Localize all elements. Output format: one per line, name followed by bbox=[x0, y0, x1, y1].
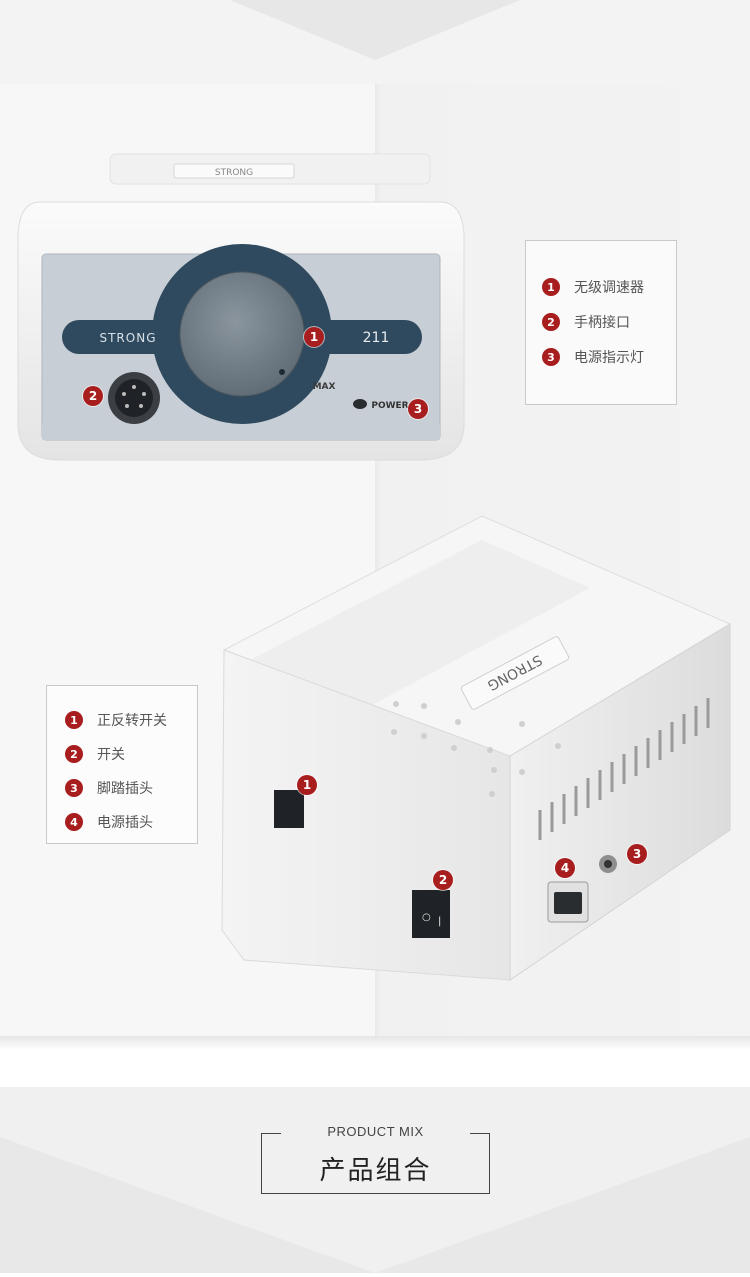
top-decoration bbox=[230, 0, 520, 60]
front-power-label: POWER bbox=[371, 401, 408, 411]
svg-text:○: ○ bbox=[422, 912, 431, 923]
legend-item: 3 电源指示灯 bbox=[542, 345, 644, 369]
front-callout-3: 3 bbox=[408, 399, 428, 419]
legend-number: 3 bbox=[542, 348, 560, 366]
legend-label: 无级调速器 bbox=[574, 280, 644, 296]
section-title-en: PRODUCT MIX bbox=[327, 1124, 424, 1139]
legend-number: 4 bbox=[65, 813, 83, 831]
legend-number: 3 bbox=[65, 779, 83, 797]
bottom-decoration bbox=[0, 1137, 750, 1273]
front-model-label: 211 bbox=[363, 330, 390, 346]
legend-item: 1 无级调速器 bbox=[542, 275, 644, 299]
legend-label: 脚踏插头 bbox=[97, 781, 153, 797]
section-title-cn: 产品组合 bbox=[319, 1156, 432, 1186]
front-max-label: MAX bbox=[313, 382, 336, 392]
legend-label: 开关 bbox=[97, 747, 125, 763]
legend-item: 1 正反转开关 bbox=[65, 708, 167, 732]
legend-label: 电源插头 bbox=[97, 815, 153, 831]
legend-number: 2 bbox=[542, 313, 560, 331]
device-front-image: STRONG STRONG 211 MAX POWER bbox=[17, 153, 465, 461]
legend-item: 2 开关 bbox=[65, 742, 125, 766]
legend-item: 3 脚踏插头 bbox=[65, 776, 153, 800]
svg-text:|: | bbox=[438, 916, 441, 927]
front-legend: 1 无级调速器 2 手柄接口 3 电源指示灯 bbox=[525, 240, 677, 405]
legend-number: 1 bbox=[542, 278, 560, 296]
legend-label: 手柄接口 bbox=[574, 315, 630, 331]
legend-number: 2 bbox=[65, 745, 83, 763]
back-callout-2: 2 bbox=[433, 870, 453, 890]
legend-label: 电源指示灯 bbox=[574, 350, 644, 366]
section-title-frame bbox=[261, 1133, 490, 1194]
back-callout-4: 4 bbox=[555, 858, 575, 878]
front-callout-2: 2 bbox=[83, 386, 103, 406]
legend-item: 4 电源插头 bbox=[65, 810, 153, 834]
legend-number: 1 bbox=[65, 711, 83, 729]
front-top-plate-label: STRONG bbox=[215, 168, 253, 178]
back-callout-3: 3 bbox=[627, 844, 647, 864]
stage-shadow bbox=[0, 1036, 750, 1050]
legend-item: 2 手柄接口 bbox=[542, 310, 630, 334]
front-callout-1: 1 bbox=[304, 327, 324, 347]
section-title-band bbox=[0, 1087, 750, 1273]
legend-label: 正反转开关 bbox=[97, 713, 167, 729]
top-band bbox=[0, 0, 750, 84]
front-brand-label: STRONG bbox=[99, 331, 156, 345]
back-legend: 1 正反转开关 2 开关 3 脚踏插头 4 电源插头 bbox=[46, 685, 198, 844]
device-back-image: STRONG ○ | bbox=[221, 515, 732, 981]
back-callout-1: 1 bbox=[297, 775, 317, 795]
